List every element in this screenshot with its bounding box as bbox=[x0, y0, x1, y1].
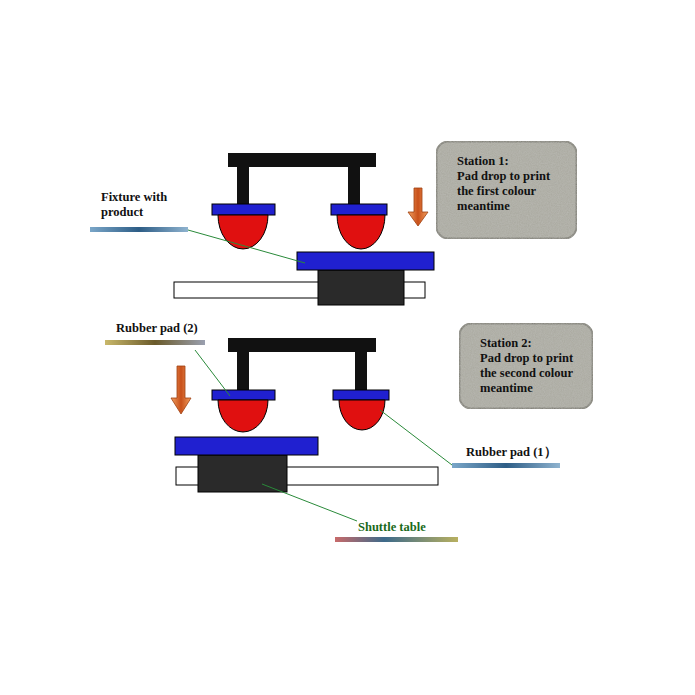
station-heading: Station 2: bbox=[480, 336, 582, 351]
label-bar bbox=[335, 537, 458, 542]
station-heading: Station 1: bbox=[457, 154, 566, 169]
leader-lines bbox=[188, 230, 452, 521]
label-bar bbox=[105, 340, 205, 345]
shuttle-table bbox=[174, 252, 434, 305]
part-label: Fixture with product bbox=[101, 190, 191, 220]
down-arrow bbox=[408, 188, 428, 226]
station-box: Station 1:Pad drop to print the first co… bbox=[435, 140, 578, 240]
part-label: Rubber pad (2) bbox=[116, 321, 198, 336]
label-bar bbox=[90, 227, 188, 232]
station-box: Station 2:Pad drop to print the second c… bbox=[458, 322, 594, 410]
station-description: Pad drop to print the first colour meant… bbox=[457, 169, 566, 214]
down-arrow bbox=[171, 366, 191, 414]
label-bar bbox=[452, 463, 560, 468]
pad-press bbox=[212, 338, 389, 432]
pad-press bbox=[212, 153, 387, 249]
part-label: Shuttle table bbox=[358, 520, 426, 535]
part-label: Rubber pad (1） bbox=[466, 445, 557, 460]
shuttle-table bbox=[175, 437, 438, 492]
station-description: Pad drop to print the second colour mean… bbox=[480, 351, 582, 396]
